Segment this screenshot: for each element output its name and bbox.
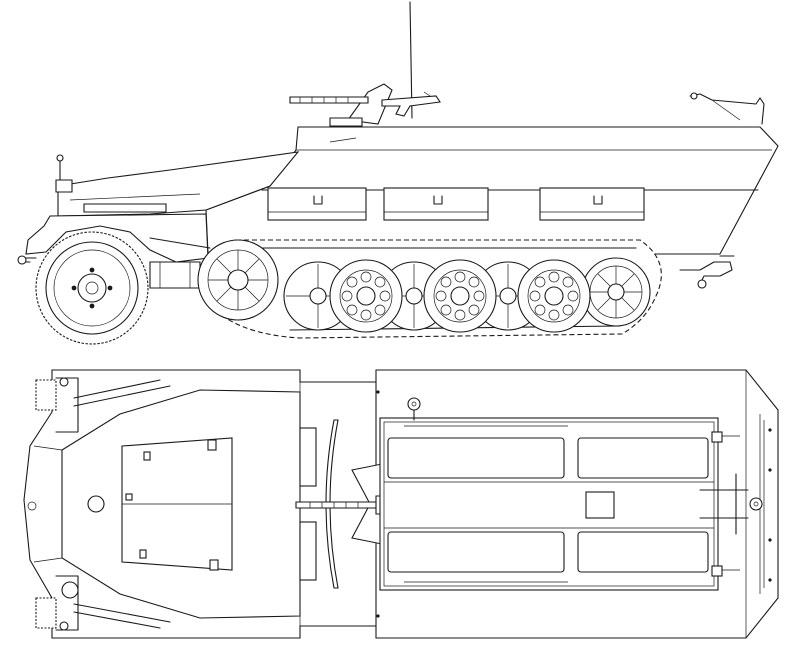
- top-engine-deck: [27, 389, 301, 619]
- side-upper-hull: [205, 117, 779, 255]
- side-tow-hook: [679, 255, 735, 289]
- side-view: [17, 1, 779, 345]
- side-front-wheel: [35, 231, 149, 345]
- top-crew-compartment: [379, 417, 719, 591]
- side-engine-hood: [55, 151, 300, 217]
- top-antenna-base: [407, 397, 421, 421]
- side-rear-mg-mount: [689, 92, 765, 125]
- top-rear-fittings: [699, 420, 765, 588]
- side-track-assembly: [197, 239, 662, 339]
- top-rivets: [376, 390, 772, 618]
- side-rear-idler: [581, 257, 651, 327]
- side-stowage-boxes: [267, 187, 645, 221]
- side-drive-sprocket: [197, 239, 279, 321]
- top-front-wheels: [35, 377, 171, 631]
- side-road-wheels-back: [283, 261, 543, 331]
- side-machine-gun: [289, 91, 441, 117]
- side-road-wheels-front: [329, 259, 591, 333]
- top-view: [23, 369, 779, 639]
